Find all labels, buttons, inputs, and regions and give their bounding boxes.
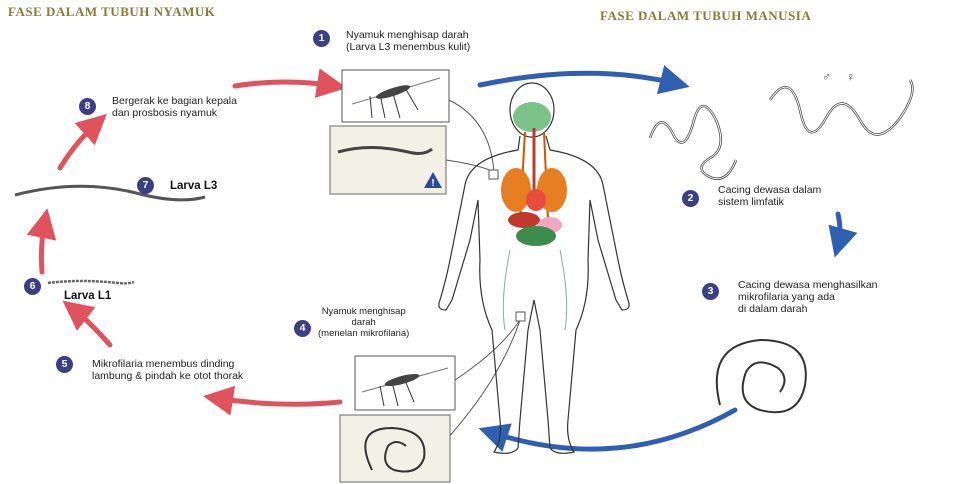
header-human-phase: FASE DALAM TUBUH MANUSIA	[600, 8, 811, 24]
warning-icon-glyph: !	[431, 178, 434, 189]
larva-l3-closeup	[330, 126, 446, 194]
bite-site-marker-lower	[516, 312, 525, 321]
female-symbol-icon: ♀	[846, 70, 855, 84]
step-3-label: Cacing dewasa menghasilkan mikrofilaria …	[738, 279, 878, 315]
ingested-microfilaria-closeup	[340, 415, 450, 482]
step-7-badge: 7	[137, 177, 154, 194]
arrow-2-to-3	[838, 214, 840, 246]
step-5-badge: 5	[56, 356, 73, 373]
intestines	[516, 226, 556, 246]
step-2-label: Cacing dewasa dalam sistem limfatik	[718, 184, 821, 208]
microfilaria-illustration	[717, 340, 806, 412]
arrow-5-to-6	[72, 308, 110, 345]
liver	[508, 212, 540, 228]
arrow-8-to-1	[235, 82, 335, 86]
step-2-badge: 2	[682, 190, 699, 207]
mosquito-feeding-illustration	[355, 356, 455, 410]
step-8-label: Bergerak ke bagian kepala dan prosbosis …	[112, 95, 237, 119]
larva-l1-illustration	[48, 281, 134, 283]
left-lung	[501, 168, 531, 212]
arrow-6-to-7	[41, 220, 45, 272]
male-symbol-icon: ♂	[822, 70, 831, 84]
step-3-badge: 3	[702, 283, 719, 300]
arrow-3-to-4	[490, 410, 735, 449]
arrow-1-to-2	[480, 73, 678, 85]
arrow-4-to-5	[215, 398, 340, 404]
step-1-badge: 1	[313, 30, 330, 47]
step-5-label: Mikrofilaria menembus dinding lambung & …	[92, 358, 243, 382]
step-4-label: Nyamuk menghisap darah (menelan mikrofil…	[318, 306, 409, 339]
adult-worms-illustration	[650, 80, 912, 179]
step-1-label: Nyamuk menghisap darah (Larva L3 menembu…	[346, 29, 470, 53]
step-7-label: Larva L3	[170, 180, 217, 192]
bite-site-marker-upper	[489, 170, 498, 179]
step-4-badge: 4	[294, 320, 311, 337]
header-mosquito-phase: FASE DALAM TUBUH NYAMUK	[8, 4, 215, 20]
step-6-label: Larva L1	[64, 290, 111, 302]
step-8-badge: 8	[79, 98, 96, 115]
brain	[513, 102, 551, 132]
step-6-badge: 6	[24, 278, 41, 295]
leader-lines	[446, 100, 520, 440]
heart	[526, 189, 546, 211]
organs	[501, 102, 567, 330]
arrow-7-to-8	[60, 122, 98, 168]
mosquito-biting-illustration	[342, 70, 449, 122]
